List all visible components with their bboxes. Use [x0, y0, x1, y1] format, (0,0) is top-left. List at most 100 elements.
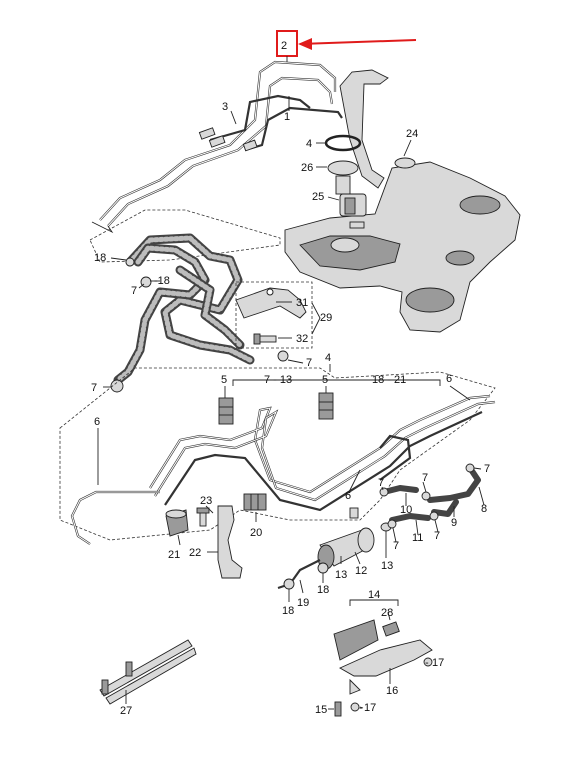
callout-6-left: 6 [94, 416, 100, 428]
leader-28 [387, 611, 391, 621]
callout-17-b-dash: - [359, 702, 363, 714]
leader-24 [403, 139, 412, 157]
leader-7c [287, 359, 304, 364]
assembly-outline-29 [235, 281, 313, 349]
callout-18-b: -18 [154, 275, 170, 287]
callout-24: 24 [406, 128, 418, 140]
callout-25: 25 [312, 191, 324, 203]
leader-7h [434, 519, 439, 533]
callout-1: 1 [284, 111, 290, 123]
bolt-23[interactable] [196, 507, 210, 527]
callout-5-left: 5 [221, 374, 227, 386]
callout-7-f: 7 [484, 463, 490, 475]
bolt-32[interactable] [253, 333, 277, 345]
main-fuel-line-bundle[interactable] [70, 394, 496, 545]
callout-19: 19 [297, 597, 309, 609]
assembly-outline-lower [59, 367, 496, 541]
callout-15: 15 [315, 704, 327, 716]
clamp-7-left [110, 379, 124, 393]
leader-ranges [232, 379, 441, 386]
mounting-rail-27[interactable] [99, 639, 197, 705]
callout-22: 22 [189, 547, 201, 559]
clip-20[interactable] [243, 493, 267, 511]
leader-8 [478, 486, 485, 506]
callout-17-a-dash: - [425, 657, 429, 669]
filler-neck[interactable] [339, 69, 389, 189]
callout-32: 32 [296, 333, 308, 345]
leader-7g [392, 527, 397, 543]
leader-21 [177, 534, 181, 546]
bolt-15 [334, 701, 342, 717]
clip-5-right[interactable] [318, 392, 334, 420]
clamp-7-r2 [421, 491, 431, 501]
upper-fuel-lines [91, 60, 343, 234]
bracket-31[interactable] [235, 287, 307, 319]
callout-21: 21 [168, 549, 180, 561]
brace-29 [311, 302, 321, 335]
highlight-arrowhead [298, 38, 312, 50]
clamp-7-r1 [379, 487, 389, 497]
clamp-7-mid [277, 350, 289, 362]
range-18-21: 18 - 21 [372, 374, 406, 386]
flexible-hoses[interactable] [113, 233, 255, 385]
leader-7a [138, 283, 145, 289]
callout-7-h: 7 [434, 530, 440, 542]
callout-2: 2 [281, 40, 287, 52]
clamp-18-filter [317, 562, 329, 574]
range-7-13: 7 - 13 [264, 374, 292, 386]
callout-18-a: 18 [94, 252, 106, 264]
callout-7-g: 7 [393, 540, 399, 552]
callout-7-e: 7 [422, 472, 428, 484]
callout-13-mid: 13 [335, 569, 347, 581]
leader-25 [327, 196, 340, 201]
heat-shield-14[interactable] [333, 619, 379, 661]
bracket-22[interactable] [217, 505, 243, 579]
leader-3 [230, 110, 237, 125]
leader-7f [473, 467, 482, 470]
clamp-18-upper [125, 257, 135, 267]
fuel-sender-unit[interactable] [324, 134, 367, 229]
callout-17-a: 17 [432, 657, 444, 669]
highlight-arrow-line [299, 39, 417, 45]
callout-14: 14 [368, 589, 380, 601]
callout-6-right: 6 [446, 373, 452, 385]
highlight-callout-2[interactable]: 2 [276, 30, 417, 57]
callout-18-d: 18 [282, 605, 294, 617]
clip-5-left[interactable] [218, 397, 234, 425]
nut-17a [423, 657, 433, 667]
callout-16: 16 [386, 685, 398, 697]
hose-set-right[interactable] [381, 465, 481, 523]
callout-28: 28 [381, 607, 393, 619]
clamp-18-lower [283, 578, 295, 590]
callout-17-b: 17 [364, 702, 376, 714]
leader-18a [110, 257, 127, 261]
callout-23: 23 [200, 495, 212, 507]
callout-3: 3 [222, 101, 228, 113]
leader-14 [349, 599, 399, 606]
leader-11 [415, 519, 419, 536]
callout-13-right: 13 [381, 560, 393, 572]
callout-29: 29 [320, 312, 332, 324]
leader-7e [422, 481, 427, 493]
leader-12 [354, 551, 361, 565]
clamp-7-r4 [387, 519, 397, 529]
leader-6c [449, 385, 471, 401]
callout-12: 12 [355, 565, 367, 577]
callout-10: 10 [400, 504, 412, 516]
leader-6b [348, 469, 361, 493]
bracket-16[interactable] [339, 639, 433, 695]
fuel-tank[interactable] [284, 157, 521, 333]
callout-7-c: 7 [306, 357, 312, 369]
callout-27: 27 [120, 705, 132, 717]
callout-6-mid: 6 [345, 490, 351, 502]
clamp-7-r3 [465, 463, 475, 473]
callout-26: 26 [301, 162, 313, 174]
callout-7-a: 7 [131, 285, 137, 297]
damper-21[interactable] [165, 509, 189, 537]
nut-17b [350, 702, 360, 712]
callout-18-c: 18 [317, 584, 329, 596]
clip-28[interactable] [382, 621, 400, 637]
callout-20: 20 [250, 527, 262, 539]
callout-8: 8 [481, 503, 487, 515]
